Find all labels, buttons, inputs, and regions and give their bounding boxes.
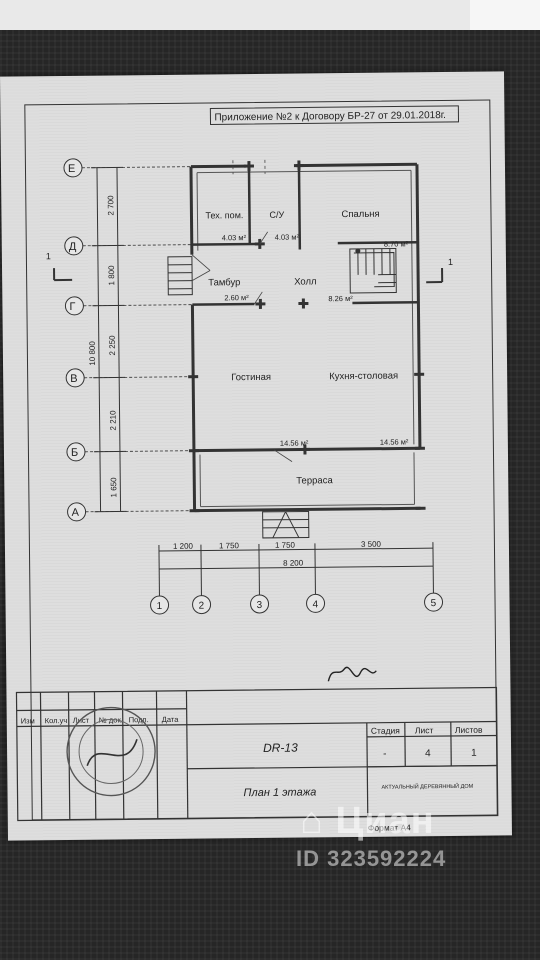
room-hall-name: Холл bbox=[294, 276, 317, 287]
axis-4: 4 bbox=[313, 599, 319, 610]
horizontal-dim-total: 8 200 bbox=[283, 559, 304, 568]
axis-3: 3 bbox=[257, 600, 263, 611]
col-header-sign: Подп. bbox=[129, 715, 149, 724]
vertical-dim-5: 1 650 bbox=[109, 477, 118, 498]
horizontal-dim-2: 1 750 bbox=[219, 541, 240, 550]
room-bedroom-area: 8.70 м² bbox=[384, 239, 409, 248]
format-label: Формат А4 bbox=[368, 822, 411, 832]
horizontal-dim-line bbox=[158, 547, 433, 552]
company-logo-text: АКТУАЛЬНЫЙ ДЕРЕВЯННЫЙ ДОМ bbox=[381, 782, 473, 791]
col-header-kol: Кол.уч bbox=[45, 716, 68, 725]
floor-plan-sheet: Приложение №2 к Договору БР-27 от 29.01.… bbox=[0, 71, 512, 841]
horizontal-dim-3: 1 750 bbox=[275, 541, 296, 550]
room-wc-area: 4.03 м² bbox=[275, 233, 300, 242]
room-tech-name: Тех. пом. bbox=[205, 210, 243, 220]
sheet-title: План 1 этажа bbox=[243, 786, 316, 799]
vertical-dim-total: 10 800 bbox=[88, 341, 97, 366]
header-note: Приложение №2 к Договору БР-27 от 29.01.… bbox=[214, 110, 446, 123]
header-note-box bbox=[209, 105, 460, 125]
stage-label: Стадия bbox=[371, 726, 400, 736]
axis-G: Г bbox=[69, 301, 75, 313]
vertical-dim-2: 1 800 bbox=[107, 265, 116, 286]
vertical-dim-3: 2 250 bbox=[108, 335, 117, 356]
vertical-dim-line bbox=[96, 167, 102, 512]
axis-1: 1 bbox=[157, 601, 163, 612]
title-block bbox=[15, 686, 499, 822]
horizontal-dim-4: 3 500 bbox=[361, 540, 382, 549]
horizontal-dim-line-total bbox=[159, 565, 434, 570]
room-terrace-name: Терраса bbox=[296, 475, 333, 486]
room-tech-area: 4.03 м² bbox=[222, 233, 247, 242]
background-paper-corner bbox=[470, 0, 540, 30]
axis-E: Е bbox=[68, 163, 75, 175]
col-header-izm: Изм bbox=[21, 716, 35, 725]
room-kitchen-area: 14.56 м² bbox=[380, 437, 409, 446]
room-kitchen-name: Кухня-столовая bbox=[329, 371, 398, 383]
axis-B: Б bbox=[71, 447, 78, 459]
col-header-list: Лист bbox=[73, 716, 90, 725]
company-stamp-inner bbox=[78, 719, 144, 785]
axis-D: Д bbox=[69, 241, 77, 253]
horizontal-dim-1: 1 200 bbox=[173, 542, 194, 551]
sheets-value: 1 bbox=[471, 748, 477, 759]
room-bedroom-name: Спальня bbox=[341, 209, 379, 220]
room-wc-name: С/У bbox=[269, 210, 284, 220]
axis-5: 5 bbox=[430, 598, 436, 609]
axis-V: В bbox=[70, 373, 77, 385]
cian-watermark-id: ID 323592224 bbox=[296, 846, 447, 871]
section-mark-right-label: 1 bbox=[448, 257, 453, 267]
room-hall-area: 8.26 м² bbox=[328, 294, 353, 303]
project-code: DR-13 bbox=[263, 741, 298, 755]
signature bbox=[327, 666, 377, 682]
room-vestibule-name: Тамбур bbox=[208, 277, 240, 288]
stage-value: - bbox=[383, 749, 386, 760]
sheets-label: Листов bbox=[455, 725, 483, 735]
stamp-signature bbox=[86, 739, 138, 767]
vertical-dim-4: 2 210 bbox=[109, 410, 118, 431]
stair-start-dot bbox=[355, 248, 361, 254]
floor-plan-drawing: Приложение №2 к Договору БР-27 от 29.01.… bbox=[15, 105, 499, 833]
room-vestibule-area: 2.60 м² bbox=[224, 293, 249, 302]
sheet-label: Лист bbox=[415, 725, 434, 735]
col-header-date: Дата bbox=[162, 715, 180, 724]
sheet-value: 4 bbox=[425, 748, 431, 759]
section-mark-left-label: 1 bbox=[46, 251, 51, 261]
cian-watermark-brand: ⌂ Циан bbox=[300, 800, 435, 842]
room-living-area: 14.56 м² bbox=[280, 438, 309, 447]
watermark-brand-text: Циан bbox=[335, 800, 435, 842]
axis-A: А bbox=[72, 507, 80, 519]
company-stamp bbox=[66, 706, 156, 797]
vertical-dim-line-inner bbox=[116, 167, 122, 512]
axis-2: 2 bbox=[199, 601, 205, 612]
room-living-name: Гостиная bbox=[231, 372, 271, 383]
vertical-dim-1: 2 700 bbox=[106, 195, 115, 216]
